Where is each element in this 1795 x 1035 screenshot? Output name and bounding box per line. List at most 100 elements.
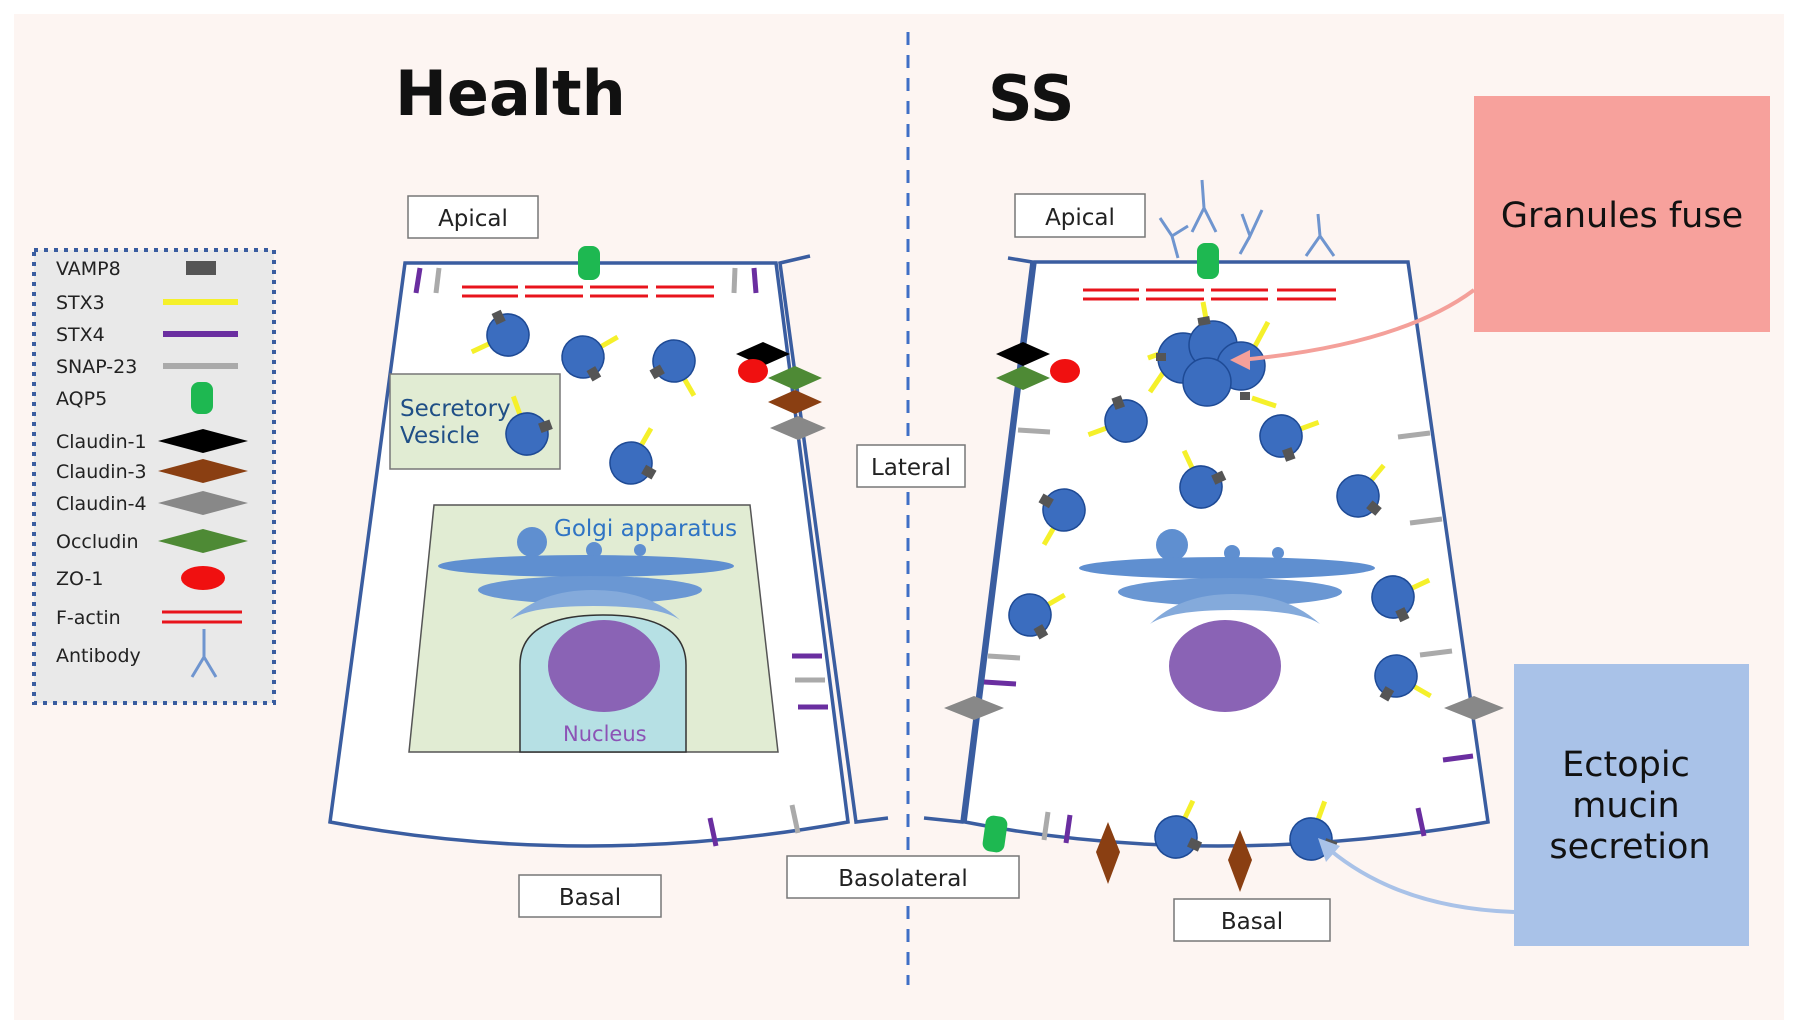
antibodies (1158, 179, 1336, 259)
legend-label: Claudin-4 (56, 493, 147, 515)
aqp5-icon (191, 382, 213, 414)
ss-claudin3-basal (1096, 822, 1120, 884)
nucleus-label: Nucleus (563, 722, 647, 746)
golgi-label: Golgi apparatus (554, 516, 737, 542)
apical-box-ss (1014, 193, 1146, 238)
ss-membrane-markers (983, 427, 1474, 844)
legend-label: Occludin (56, 531, 139, 553)
secretory-label-1: Secretory (400, 396, 511, 422)
legend-label: AQP5 (56, 388, 107, 410)
ss-golgi (1079, 529, 1375, 624)
legend-item: AQP5 (56, 382, 213, 414)
legend-label: Antibody (56, 645, 141, 667)
vamp8-icon (186, 261, 216, 275)
secretory-vesicle (649, 339, 697, 397)
health-aqp5-apical (578, 246, 600, 280)
basal-label-ss: Basal (1221, 909, 1283, 935)
health-golgi (438, 527, 734, 620)
health-title: Health (395, 57, 626, 130)
legend-label: F-actin (56, 607, 121, 629)
ectopic-callout: Ectopic mucin secretion (1318, 664, 1749, 946)
stx4-marker (751, 267, 759, 294)
claudin3-icon (158, 459, 248, 483)
ss-title: SS (988, 62, 1075, 135)
ss-aqp5-apical (1197, 243, 1219, 279)
ss-factin (1083, 288, 1336, 301)
ss-claudin3-basal (1228, 830, 1252, 892)
secretory-vesicle (1259, 414, 1320, 462)
granules-fuse-label: Granules fuse (1501, 196, 1743, 236)
ss-cell (923, 179, 1504, 892)
health-cell: Secretory Vesicle Nucleus Golgi apparatu… (328, 246, 889, 848)
lateral-label: Lateral (871, 455, 951, 481)
ss-tight-junction (996, 342, 1080, 390)
lateral-box (856, 444, 966, 488)
secretory-vesicle (470, 309, 530, 357)
basolateral-label: Basolateral (838, 866, 968, 892)
secretory-vesicle (1038, 488, 1086, 546)
secretory-vesicle (1371, 575, 1431, 623)
ectopic-label-3: secretion (1549, 827, 1710, 867)
secretory-vesicle (609, 427, 657, 485)
stx4-marker (413, 267, 423, 294)
ss-claudin4-right (1444, 696, 1504, 720)
ss-nucleus (1169, 620, 1281, 712)
legend-label: VAMP8 (56, 258, 121, 280)
legend-label: Claudin-3 (56, 461, 147, 483)
secretory-vesicle (1289, 800, 1338, 861)
legend-item: SNAP-23 (56, 356, 238, 378)
legend-label: Claudin-1 (56, 431, 147, 453)
legend-item: ZO-1 (56, 566, 225, 590)
legend-box (32, 248, 276, 705)
apical-box-health (407, 195, 539, 239)
secretory-vesicle (1154, 799, 1203, 859)
ss-vesicles (1008, 395, 1432, 861)
ectopic-arrow (1328, 848, 1515, 914)
legend-item: F-actin (56, 607, 242, 629)
legend-label: STX4 (56, 324, 105, 346)
ectopic-label-1: Ectopic (1562, 745, 1690, 785)
legend-item: STX4 (56, 324, 238, 346)
basal-box-ss (1173, 898, 1331, 942)
legend-item: Claudin-3 (56, 459, 248, 483)
stx4-marker (707, 817, 719, 847)
antibody-icon (190, 629, 218, 678)
ectopic-arrowhead (1318, 838, 1340, 862)
factin-icon (162, 610, 242, 624)
secretory-vesicle (1179, 449, 1227, 509)
secretory-vesicle (1087, 395, 1148, 443)
claudin1-icon (158, 429, 248, 453)
legend-item: Antibody (56, 629, 218, 678)
health-factin (462, 285, 714, 298)
fused-granules (1147, 301, 1277, 409)
legend-label: SNAP-23 (56, 356, 137, 378)
secretory-vesicle (1336, 463, 1386, 518)
apical-label-health: Apical (438, 206, 508, 232)
granules-fuse-arrowhead (1230, 350, 1250, 370)
health-neighbor-edge (778, 254, 889, 824)
legend: VAMP8STX3STX4SNAP-23AQP5Claudin-1Claudin… (32, 248, 276, 705)
health-vesicles (470, 309, 697, 485)
ectopic-box (1514, 664, 1749, 946)
secretory-vesicle (505, 395, 553, 456)
legend-item: VAMP8 (56, 258, 216, 280)
occludin-icon (158, 529, 248, 553)
ss-neighbor-edge (923, 256, 1034, 824)
health-tight-junction (736, 342, 826, 440)
claudin4-icon (158, 491, 248, 515)
basolateral-box (786, 855, 1020, 899)
basal-box-health (518, 874, 662, 918)
legend-item: Occludin (56, 529, 248, 553)
health-nucleus (548, 620, 660, 712)
snap23-marker (789, 804, 801, 834)
secretory-label-2: Vesicle (400, 423, 480, 449)
label-boxes: Apical Apical Lateral Basal Basolateral … (407, 193, 1331, 942)
granules-fuse-callout: Granules fuse (1230, 96, 1770, 370)
secretory-vesicle (1374, 654, 1432, 702)
legend-label: ZO-1 (56, 568, 103, 590)
ss-claudin4-left (944, 696, 1004, 720)
apical-label-ss: Apical (1045, 205, 1115, 231)
secretory-vesicle (561, 334, 619, 382)
snap23-marker (433, 267, 442, 294)
